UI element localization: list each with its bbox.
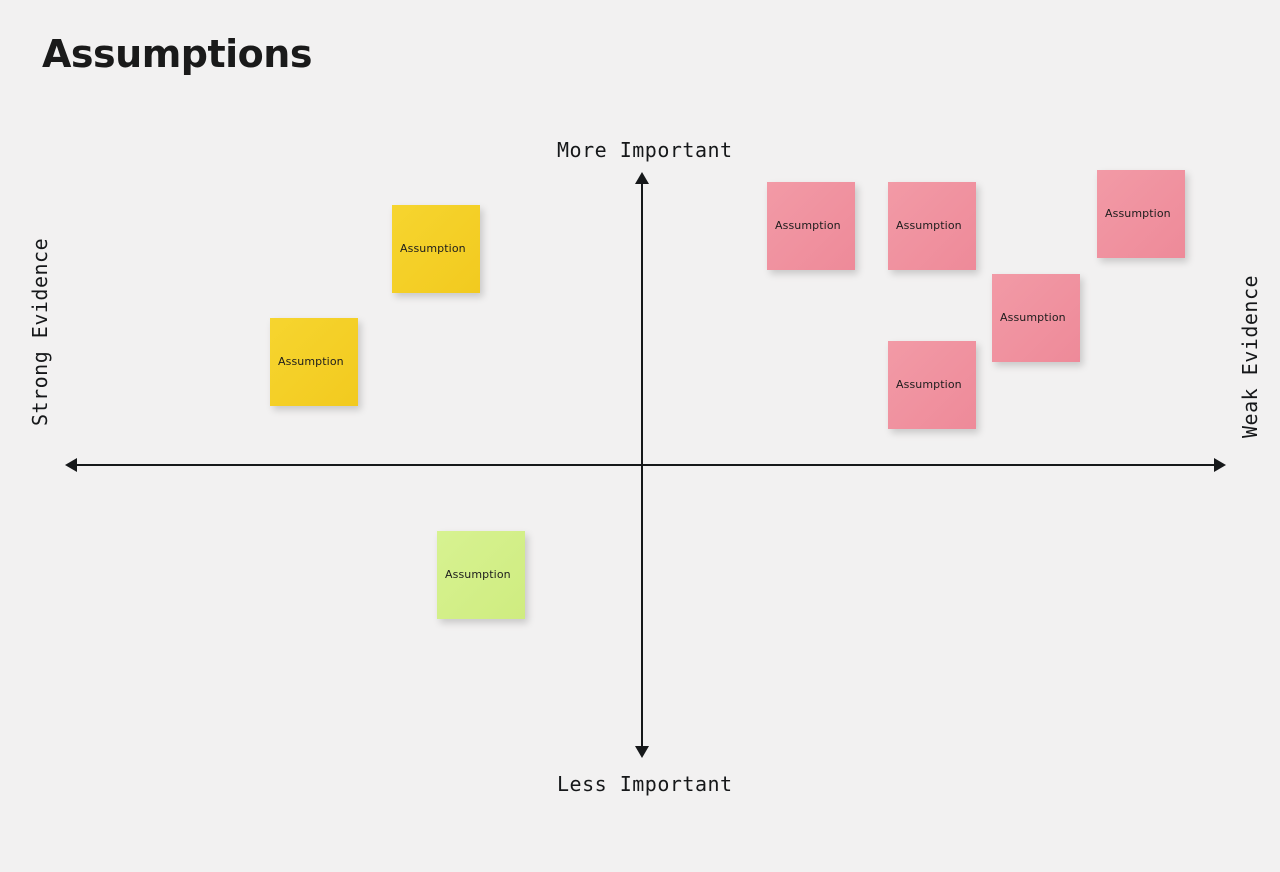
sticky-note[interactable]: Assumption bbox=[888, 182, 976, 270]
sticky-note-label: Assumption bbox=[1000, 311, 1066, 324]
sticky-note-label: Assumption bbox=[896, 219, 962, 232]
arrow-right-icon bbox=[1214, 458, 1226, 472]
arrow-down-icon bbox=[635, 746, 649, 758]
sticky-note-label: Assumption bbox=[400, 242, 466, 255]
sticky-note[interactable]: Assumption bbox=[888, 341, 976, 429]
sticky-note-label: Assumption bbox=[896, 378, 962, 391]
horizontal-axis-line bbox=[68, 464, 1223, 466]
sticky-note-label: Assumption bbox=[278, 355, 344, 368]
sticky-note-label: Assumption bbox=[1105, 207, 1171, 220]
axis-label-weak-evidence: Weak Evidence bbox=[1238, 274, 1262, 438]
sticky-note[interactable]: Assumption bbox=[270, 318, 358, 406]
sticky-note[interactable]: Assumption bbox=[1097, 170, 1185, 258]
page-title: Assumptions bbox=[42, 32, 312, 76]
sticky-note-label: Assumption bbox=[775, 219, 841, 232]
axis-label-more-important: More Important bbox=[557, 138, 733, 162]
axis-label-less-important: Less Important bbox=[557, 772, 733, 796]
sticky-note-label: Assumption bbox=[445, 568, 511, 581]
sticky-note[interactable]: Assumption bbox=[437, 531, 525, 619]
arrow-left-icon bbox=[65, 458, 77, 472]
vertical-axis-line bbox=[641, 176, 643, 756]
arrow-up-icon bbox=[635, 172, 649, 184]
sticky-note[interactable]: Assumption bbox=[992, 274, 1080, 362]
axis-label-strong-evidence: Strong Evidence bbox=[28, 237, 52, 426]
sticky-note[interactable]: Assumption bbox=[392, 205, 480, 293]
sticky-note[interactable]: Assumption bbox=[767, 182, 855, 270]
